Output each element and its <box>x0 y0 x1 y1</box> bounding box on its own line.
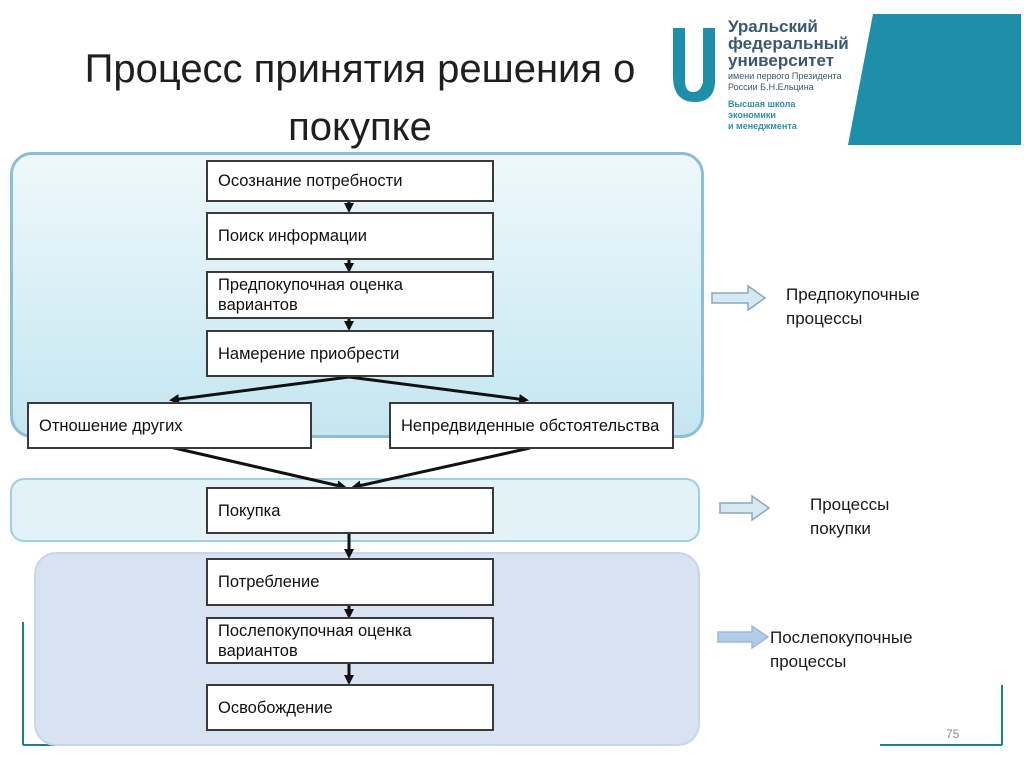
logo-sub-line-2: России Б.Н.Ельцина <box>728 82 814 92</box>
slide-title-line-2: покупке <box>288 105 432 149</box>
arrow-intention-unforeseen <box>348 375 529 405</box>
flow-step-purchase: Покупка <box>206 487 494 534</box>
logo-line-1: Уральский <box>728 17 818 36</box>
side-arrow-pre-purchase <box>711 284 767 312</box>
pre-purchase-panel <box>10 152 704 438</box>
flow-step-post-evaluation: Послепокупочная оценка вариантов <box>206 617 494 664</box>
flow-step-intention: Намерение приобрести <box>206 330 494 377</box>
logo-school-line-3: и менеджмента <box>728 121 797 131</box>
label-pre-purchase-processes: Предпокупочные процессы <box>786 285 920 328</box>
flow-step-evaluation: Предпокупочная оценка вариантов <box>206 271 494 319</box>
flow-step-unforeseen: Непредвиденные обстоятельства <box>389 402 674 449</box>
arrow-intention-others <box>169 375 350 405</box>
university-logo-text: Уральский федеральный университет имени … <box>728 18 878 132</box>
logo-school-line-2: экономики <box>728 110 776 120</box>
slide-title: Процесс принятия решения о покупке <box>40 40 680 156</box>
logo-school-line-1: Высшая школа <box>728 99 796 109</box>
flow-step-consumption: Потребление <box>206 558 494 606</box>
flow-step-search: Поиск информации <box>206 212 494 260</box>
arrow-others-purchase <box>169 445 347 491</box>
logo-line-3: университет <box>728 51 835 70</box>
side-arrow-purchase <box>719 494 771 522</box>
university-logo-graphic <box>653 14 1021 145</box>
slide-title-line-1: Процесс принятия решения о <box>84 47 636 91</box>
logo-line-2: федеральный <box>728 34 849 53</box>
label-post-purchase-processes: Послепокупочные процессы <box>770 628 913 671</box>
page-number: 75 <box>946 727 960 741</box>
arrow-unforeseen-purchase <box>351 446 531 491</box>
label-purchase-processes: Процессы покупки <box>810 495 890 538</box>
flow-step-awareness: Осознание потребности <box>206 160 494 202</box>
logo-sub-line-1: имени первого Президента <box>728 71 842 81</box>
flow-step-others-attitude: Отношение других <box>27 402 312 449</box>
flow-step-disposal: Освобождение <box>206 684 494 731</box>
side-arrow-post-purchase <box>717 624 770 650</box>
